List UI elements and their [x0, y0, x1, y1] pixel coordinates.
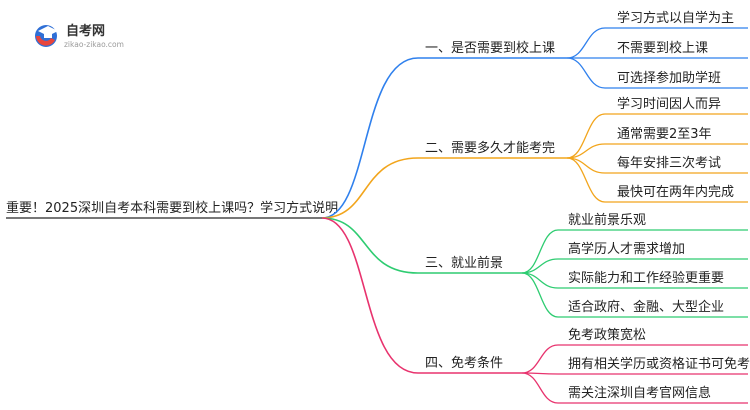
leaf-connector [521, 272, 559, 318]
leaf-connector [521, 258, 559, 274]
root-connector [321, 217, 419, 374]
leaf-connector [566, 143, 606, 159]
branch-2: 二、需要多久才能考完 学习时间因人而异 通常需要2至3年 每年安排三次考试 最快… [418, 96, 734, 200]
connectors [321, 27, 748, 404]
branch-4: 四、免考条件 免考政策宽松 拥有相关学历或资格证书可免考 需关注深圳自考官网信息 [418, 327, 750, 401]
branch-label: 四、免考条件 [425, 355, 503, 371]
branch-label: 二、需要多久才能考完 [425, 140, 555, 156]
leaf-2-1: 学习时间因人而异 [617, 96, 721, 112]
leaf-3-3: 实际能力和工作经验更重要 [568, 270, 724, 286]
logo-url: zikao-zikao.com [64, 40, 124, 49]
branch-label: 三、就业前景 [425, 255, 503, 271]
logo: 自考网 zikao-zikao.com [35, 23, 124, 49]
leaf-1-3: 可选择参加助学班 [617, 70, 721, 86]
branch-label: 一、是否需要到校上课 [425, 40, 555, 56]
leaf-connector [521, 229, 559, 274]
leaf-2-3: 每年安排三次考试 [617, 155, 721, 171]
leaf-connector [566, 113, 606, 159]
leaf-connector [521, 344, 559, 374]
leaf-3-4: 适合政府、金融、大型企业 [568, 299, 724, 315]
leaf-1-1: 学习方式以自学为主 [617, 10, 734, 26]
branch-1: 一、是否需要到校上课 学习方式以自学为主 不需要到校上课 可选择参加助学班 [418, 10, 734, 86]
root-topic: 重要！2025深圳自考本科需要到校上课吗？学习方式说明 [6, 200, 338, 216]
leaf-connector [521, 372, 559, 404]
leaf-1-2: 不需要到校上课 [617, 40, 708, 56]
leaf-2-2: 通常需要2至3年 [617, 127, 712, 142]
branch-3: 三、就业前景 就业前景乐观 高学历人才需求增加 实际能力和工作经验更重要 适合政… [418, 212, 724, 315]
leaf-3-1: 就业前景乐观 [568, 212, 646, 228]
leaf-4-2: 拥有相关学历或资格证书可免考 [568, 356, 750, 372]
leaf-4-3: 需关注深圳自考官网信息 [568, 385, 711, 401]
leaf-3-2: 高学历人才需求增加 [568, 241, 685, 257]
leaf-4-1: 免考政策宽松 [568, 327, 646, 343]
root-connector [321, 217, 419, 274]
root-connector [321, 57, 419, 219]
graduation-cap-icon [35, 25, 58, 47]
leaf-connector [566, 27, 606, 59]
leaf-connector [566, 157, 606, 203]
root-connector [321, 157, 419, 219]
leaf-connector [566, 57, 606, 89]
logo-name: 自考网 [66, 23, 105, 39]
leaf-2-4: 最快可在两年内完成 [617, 184, 734, 200]
